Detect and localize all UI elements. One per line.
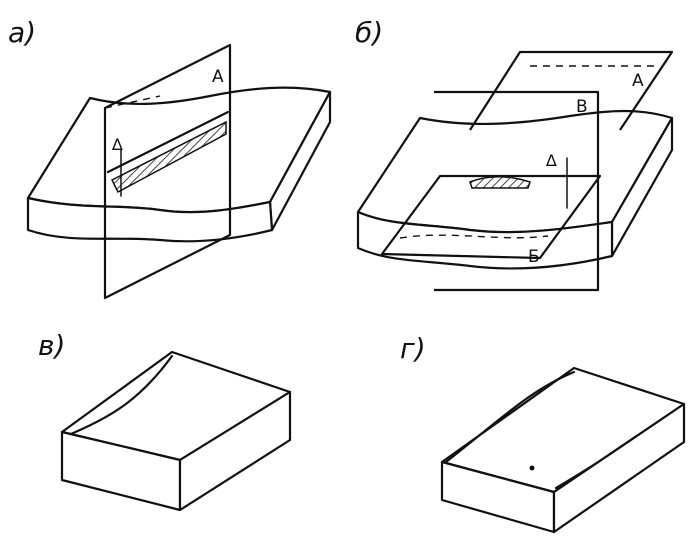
panel-a-section-hatch [110,120,227,194]
panel-b-plane-B [434,90,600,292]
panel-v-side [178,390,292,512]
panel-b-label: б) [355,16,383,49]
panel-b-plane-A-label: A [632,71,644,91]
panel-g-dot [529,465,535,471]
panel-v: в) [38,329,292,512]
panel-g-label: г) [400,332,426,365]
panel-b-delta: ∆ [545,151,557,170]
panel-g-convex-left [444,370,576,464]
panel-a-section-line [106,110,230,174]
panel-g: г) [400,332,686,534]
panel-a-plane-label: A [212,67,224,87]
panel-b-plane-bottom-label: Б [528,247,540,267]
panel-b-plane-B-label: B [576,97,588,117]
panel-v-concave-left [64,354,174,438]
panel-a-plane-hidden [104,45,231,235]
panel-b-section-hatch [469,176,531,189]
panel-a-plane-A [103,43,232,300]
panel-b: б) A B Б ∆ [355,16,674,292]
panel-a: а) A ∆ [8,16,332,300]
panel-v-label: в) [38,329,65,362]
panel-g-side [552,402,686,534]
panel-b-plane-bottom-hidden [399,234,549,239]
panel-b-plane-bottom [380,174,602,260]
panel-a-label: а) [8,16,36,49]
panel-a-delta: ∆ [111,135,123,154]
